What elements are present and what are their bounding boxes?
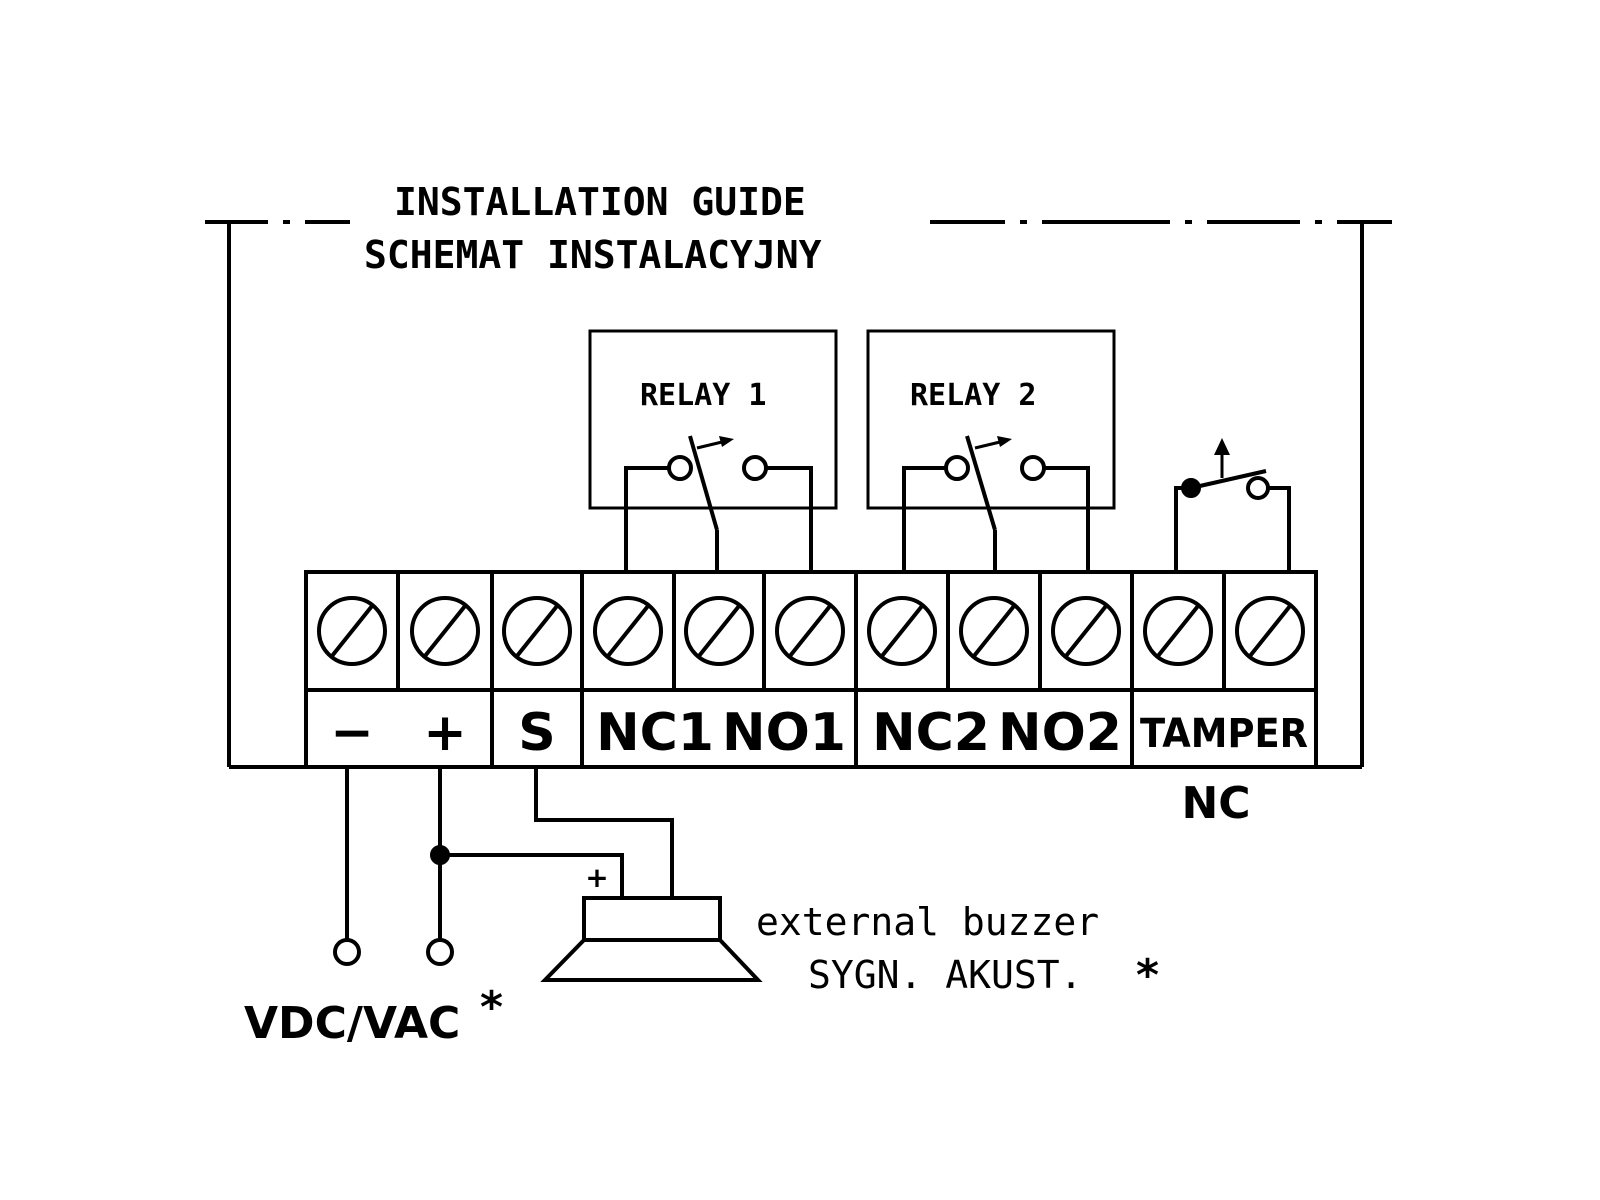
relay-1-contacts <box>624 435 813 572</box>
terminal-no1-label: NO1 <box>722 703 846 763</box>
relay-2-label: RELAY 2 <box>910 378 1036 413</box>
screw-icon <box>1143 596 1213 666</box>
screw-icon <box>1235 596 1305 666</box>
relay-2-contacts <box>902 435 1090 572</box>
buzzer-asterisk: * <box>1136 950 1159 1001</box>
buzzer-icon <box>540 896 763 982</box>
terminal-plus-label: + <box>423 703 467 763</box>
relay-2-box <box>866 329 1116 510</box>
screw-icon <box>410 596 480 666</box>
relay-1-box <box>588 329 838 510</box>
title-line-1: INSTALLATION GUIDE <box>394 180 806 224</box>
buzzer-wiring <box>440 767 674 898</box>
buzzer-label-line-2: SYGN. AKUST. <box>808 953 1083 997</box>
power-label: VDC/VAC <box>244 998 460 1049</box>
terminal-no2-label: NO2 <box>998 703 1122 763</box>
screw-icon <box>867 596 937 666</box>
title-line-2: SCHEMAT INSTALACYJNY <box>364 233 822 277</box>
terminal-tamper-label: TAMPER <box>1140 711 1308 757</box>
screw-icon <box>593 596 663 666</box>
terminal-screws <box>317 596 1305 666</box>
power-asterisk: * <box>480 982 503 1033</box>
relay-1-label: RELAY 1 <box>640 378 766 413</box>
screw-icon <box>684 596 754 666</box>
terminal-s-label: S <box>518 703 555 763</box>
terminal-block <box>304 570 1318 769</box>
screw-icon <box>502 596 572 666</box>
terminal-nc2-label: NC2 <box>872 703 990 763</box>
tamper-switch <box>1174 438 1291 572</box>
screw-icon <box>959 596 1029 666</box>
buzzer-label-line-1: external buzzer <box>756 900 1099 944</box>
terminal-minus-label: − <box>330 703 374 763</box>
enclosure-outline <box>205 220 1392 769</box>
screw-icon <box>1051 596 1121 666</box>
screw-icon <box>317 596 387 666</box>
screw-icon <box>775 596 845 666</box>
tamper-nc-note: NC <box>1181 778 1250 829</box>
power-wiring <box>333 767 454 966</box>
buzzer-plus-mark: + <box>585 861 608 894</box>
terminal-nc1-label: NC1 <box>596 703 714 763</box>
